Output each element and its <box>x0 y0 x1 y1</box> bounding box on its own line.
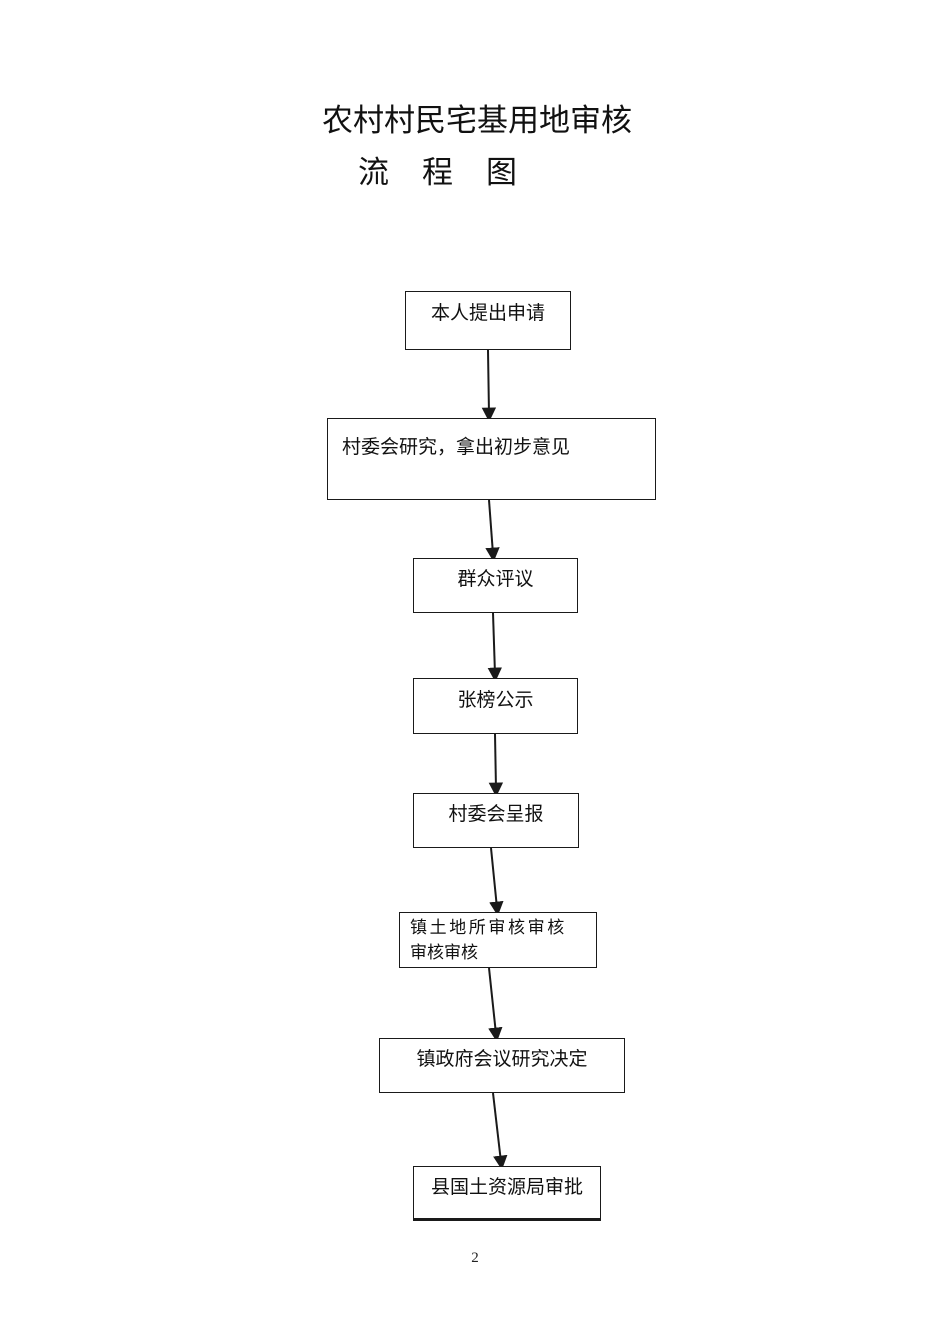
flow-node-public-review-label: 群众评议 <box>457 568 534 590</box>
flow-node-land-office-label-line-1: 镇土地所审核审核 <box>410 918 567 938</box>
flow-node-town-gov-label: 镇政府会议研究决定 <box>416 1048 588 1070</box>
document-title-line-2: 流程图 <box>358 155 550 191</box>
edge-committee-study-to-public-review <box>485 499 500 562</box>
flow-node-land-office-label-line-2: 审核审核 <box>410 943 478 963</box>
flow-node-publicize-label: 张榜公示 <box>457 689 534 711</box>
page-number: 2 <box>471 1250 479 1266</box>
flow-node-apply-label: 本人提出申请 <box>430 302 545 324</box>
flow-node-county-approve-label: 县国土资源局审批 <box>430 1176 583 1198</box>
flow-node-committee-study-label: 村委会研究，拿出初步意见 <box>342 436 571 458</box>
flow-node-public-review[interactable]: 群众评议 <box>413 558 578 613</box>
edge-public-review-to-publicize <box>487 612 502 682</box>
flow-node-land-office-label: 镇土地所审核审核 审核审核 <box>410 916 586 966</box>
document-title-line-1: 农村村民宅基用地审核 <box>322 103 632 139</box>
edge-committee-submit-to-land-office <box>489 847 504 916</box>
edge-town-gov-to-county-approve <box>492 1092 508 1170</box>
flow-node-committee-submit-label: 村委会呈报 <box>448 803 544 825</box>
flow-node-town-gov[interactable]: 镇政府会议研究决定 <box>379 1038 625 1093</box>
flow-node-committee-study[interactable]: 村委会研究，拿出初步意见 <box>327 418 656 500</box>
flow-node-county-approve[interactable]: 县国土资源局审批 <box>413 1166 601 1221</box>
edge-land-office-to-town-gov <box>488 967 503 1042</box>
edge-publicize-to-committee-submit <box>488 733 504 797</box>
flow-node-land-office[interactable]: 镇土地所审核审核 审核审核 <box>399 912 597 968</box>
flow-node-publicize[interactable]: 张榜公示 <box>413 678 578 734</box>
flow-node-apply[interactable]: 本人提出申请 <box>405 291 571 350</box>
flow-node-committee-submit[interactable]: 村委会呈报 <box>413 793 579 848</box>
edge-apply-to-committee-study <box>481 349 497 422</box>
